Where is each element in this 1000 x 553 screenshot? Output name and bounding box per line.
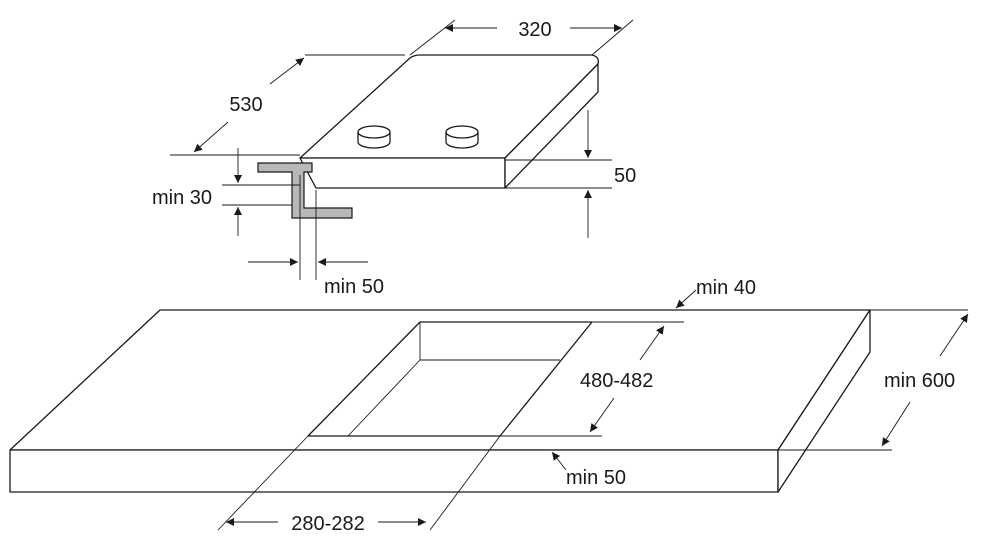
dim-hob-width (409, 19, 634, 56)
dim-cutout-back (160, 289, 870, 323)
hob-knob-left (357, 125, 391, 149)
label-cutout-depth: 480-482 (580, 370, 653, 392)
label-cutout-width: 280-282 (291, 513, 364, 535)
label-hob-height: 50 (614, 165, 636, 187)
label-bracket-height: min 30 (152, 187, 212, 209)
countertop-side (777, 309, 871, 493)
mounting-bracket (257, 162, 353, 219)
hob-knob-right (445, 125, 479, 149)
label-hob-width: 320 (518, 19, 551, 41)
dim-counter-depth (778, 309, 969, 451)
label-hob-depth: 530 (229, 94, 262, 116)
dim-hob-depth (170, 54, 405, 156)
dim-hob-height (505, 110, 612, 238)
label-cutout-back: min 40 (696, 277, 756, 299)
dim-cutout-width (217, 435, 501, 531)
countertop (9, 309, 871, 493)
label-bracket-offset: min 50 (324, 276, 384, 298)
dim-cutout-depth (500, 325, 665, 437)
countertop-front (9, 449, 779, 493)
label-cutout-front: min 50 (566, 467, 626, 489)
label-counter-depth: min 600 (884, 370, 955, 392)
cutout-inner (347, 322, 560, 437)
hob-front-face (299, 157, 506, 189)
dim-bracket-height (222, 148, 300, 236)
dim-bracket-offset (248, 175, 368, 280)
dim-cutout-front (551, 451, 567, 471)
hob-side-face (504, 63, 599, 189)
hob (299, 54, 600, 189)
